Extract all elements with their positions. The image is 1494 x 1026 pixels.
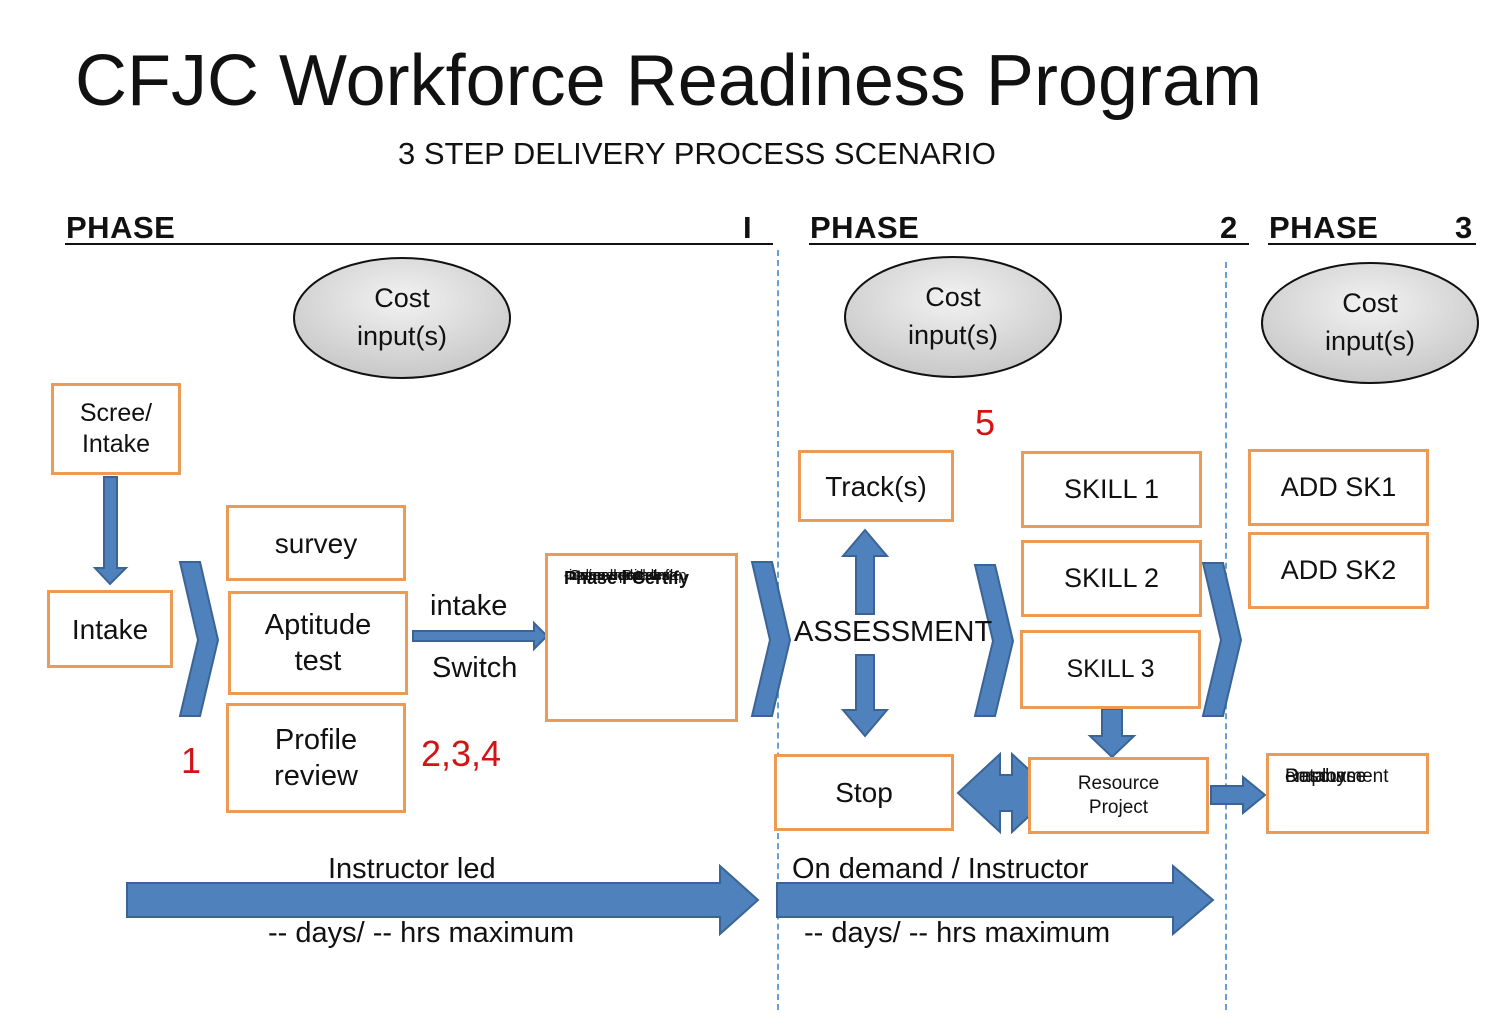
- skill-2-label: SKILL 2: [1063, 562, 1160, 593]
- resource-database-box: Resource Database employment: [1266, 753, 1429, 834]
- assessment-label: ASSESSMENT: [794, 616, 993, 648]
- phase-3-number: 3: [1455, 210, 1473, 245]
- down-arrow-intake: [92, 476, 129, 586]
- aptitude-test-box: Aptitude test: [228, 591, 408, 695]
- cost-input-1-line1: Cost: [374, 283, 430, 314]
- resource-database-arrow: [1210, 774, 1267, 816]
- phase-1-certify-box: Phase I Certify -comp basics -Career pat…: [545, 553, 738, 722]
- aptitude-line1: Aptitude: [264, 608, 372, 641]
- intake-arrow-label: intake: [430, 590, 508, 622]
- intake-switch-arrow: [412, 620, 549, 652]
- cost-input-3-line1: Cost: [1342, 288, 1398, 319]
- resource-project-line1: Resource: [1077, 772, 1160, 794]
- cost-input-ellipse-1: [293, 257, 511, 379]
- phase-1-label: PHASE: [66, 210, 176, 245]
- skill-1-label: SKILL 1: [1063, 473, 1160, 504]
- phase-2-number: 2: [1220, 210, 1238, 245]
- timeline-2-duration: -- days/ -- hrs maximum: [804, 917, 1111, 949]
- cost-input-ellipse-2: [844, 256, 1062, 378]
- skill-1-box: SKILL 1: [1021, 451, 1202, 528]
- resource-database-line3: employment: [1285, 766, 1389, 787]
- skill-to-resource-arrow: [1087, 708, 1137, 759]
- survey-label: survey: [274, 527, 358, 559]
- resource-database-line2: Database: [1285, 766, 1367, 787]
- page-title: CFJC Workforce Readiness Program: [75, 41, 1263, 121]
- cost-input-ellipse-3: [1261, 262, 1479, 384]
- phase-1-underline: [65, 243, 773, 245]
- stop-label: Stop: [835, 777, 893, 808]
- cost-input-2-line2: input(s): [907, 320, 999, 350]
- profile-line2: review: [274, 760, 358, 792]
- chevron-4: [1201, 562, 1243, 717]
- skill-3-box: SKILL 3: [1020, 630, 1201, 709]
- marker-1: 1: [181, 740, 202, 781]
- screen-intake-line1: Scree/: [79, 398, 153, 427]
- resource-project-box: Resource Project: [1028, 757, 1209, 834]
- phase-3-label: PHASE: [1269, 210, 1379, 245]
- certify-item: -Career path Info: [564, 567, 678, 584]
- cost-input-1-line2: input(s): [356, 321, 448, 351]
- cost-input-2: Cost input(s): [845, 257, 1061, 377]
- phase-1-number: I: [743, 210, 753, 245]
- timeline-arrow-phase-1: [126, 863, 760, 937]
- aptitude-line2: test: [294, 645, 342, 677]
- profile-line1: Profile: [274, 723, 358, 756]
- phase-2-label: PHASE: [810, 210, 920, 245]
- tracks-label: Track(s): [825, 470, 927, 502]
- certify-item: -online help desk: [564, 567, 678, 584]
- skill-3-label: SKILL 3: [1066, 654, 1155, 683]
- intake-box: Intake: [47, 590, 173, 668]
- survey-box: survey: [226, 505, 406, 581]
- timeline-2-label: On demand / Instructor: [792, 853, 1089, 885]
- timeline-1-duration: -- days/ -- hrs maximum: [268, 917, 575, 949]
- tracks-box: Track(s): [798, 450, 954, 522]
- certify-title: Phase I Certify: [564, 568, 690, 588]
- chevron-2: [750, 561, 792, 717]
- screen-intake-line2: Intake: [81, 430, 151, 458]
- add-sk2-box: ADD SK2: [1248, 532, 1429, 609]
- resource-database-line1: Resource: [1285, 766, 1367, 787]
- certify-item: -instructor class: [564, 567, 670, 584]
- timeline-arrow-phase-2: [776, 863, 1215, 937]
- marker-2-3-4: 2,3,4: [421, 733, 502, 774]
- assessment-down-arrow: [840, 654, 890, 738]
- assessment-up-arrow: [840, 528, 890, 615]
- intake-label: Intake: [71, 613, 149, 645]
- chevron-3: [973, 564, 1015, 717]
- page-subtitle: 3 STEP DELIVERY PROCESS SCENARIO: [398, 136, 996, 171]
- add-sk2-label: ADD SK2: [1280, 554, 1397, 585]
- certify-item: -Course Roadmap: [564, 567, 687, 584]
- cost-input-3: Cost input(s): [1262, 263, 1478, 383]
- screen-intake-box: Scree/ Intake: [51, 383, 181, 475]
- skill-2-box: SKILL 2: [1021, 540, 1202, 617]
- cost-input-1: Cost input(s): [294, 258, 510, 378]
- cost-input-3-line2: input(s): [1324, 326, 1416, 356]
- certify-item: -comp basics: [564, 567, 653, 584]
- phase-2-underline: [809, 243, 1249, 245]
- switch-arrow-label: Switch: [432, 652, 518, 684]
- cost-input-2-line1: Cost: [925, 282, 981, 313]
- add-sk1-box: ADD SK1: [1248, 449, 1429, 526]
- add-sk1-label: ADD SK1: [1280, 471, 1397, 502]
- chevron-1: [178, 561, 220, 717]
- marker-5: 5: [975, 402, 996, 443]
- stop-box: Stop: [774, 754, 954, 831]
- resource-project-line2: Project: [1088, 796, 1149, 818]
- timeline-1-label: Instructor led: [328, 853, 496, 885]
- profile-review-box: Profile review: [226, 703, 406, 813]
- phase-3-underline: [1268, 243, 1476, 245]
